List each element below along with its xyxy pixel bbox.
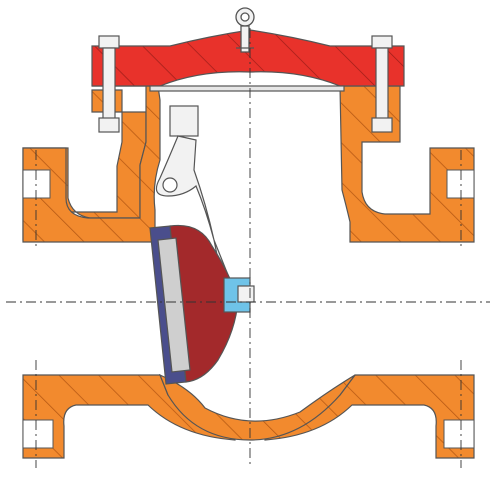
disc-nut-cap: [237, 285, 255, 303]
bolt-hole: [446, 169, 475, 199]
stud-bolt-icon: [98, 35, 120, 133]
gasket: [149, 85, 345, 92]
bolt-hole: [22, 169, 51, 199]
center-lines: [6, 28, 490, 468]
swing-arm: [155, 135, 235, 291]
eye-bolt-icon: [235, 7, 255, 53]
hinge-arm: [155, 105, 235, 291]
flange-bolt-holes: [22, 169, 475, 449]
body-neck-right: [339, 85, 475, 243]
body-neck-left: [22, 85, 161, 243]
hinge-bracket: [169, 105, 199, 137]
valve-disc: [149, 224, 255, 385]
bonnet-cover: [91, 29, 405, 92]
bolt-hole: [22, 419, 54, 449]
bolt-hole: [443, 419, 475, 449]
bonnet-plate: [91, 29, 405, 87]
valve-body: [22, 85, 475, 459]
stud-bolt-icon: [371, 35, 393, 133]
hinge-pin-icon: [162, 177, 178, 193]
body-bottom: [158, 373, 356, 441]
disc-face: [157, 237, 191, 373]
